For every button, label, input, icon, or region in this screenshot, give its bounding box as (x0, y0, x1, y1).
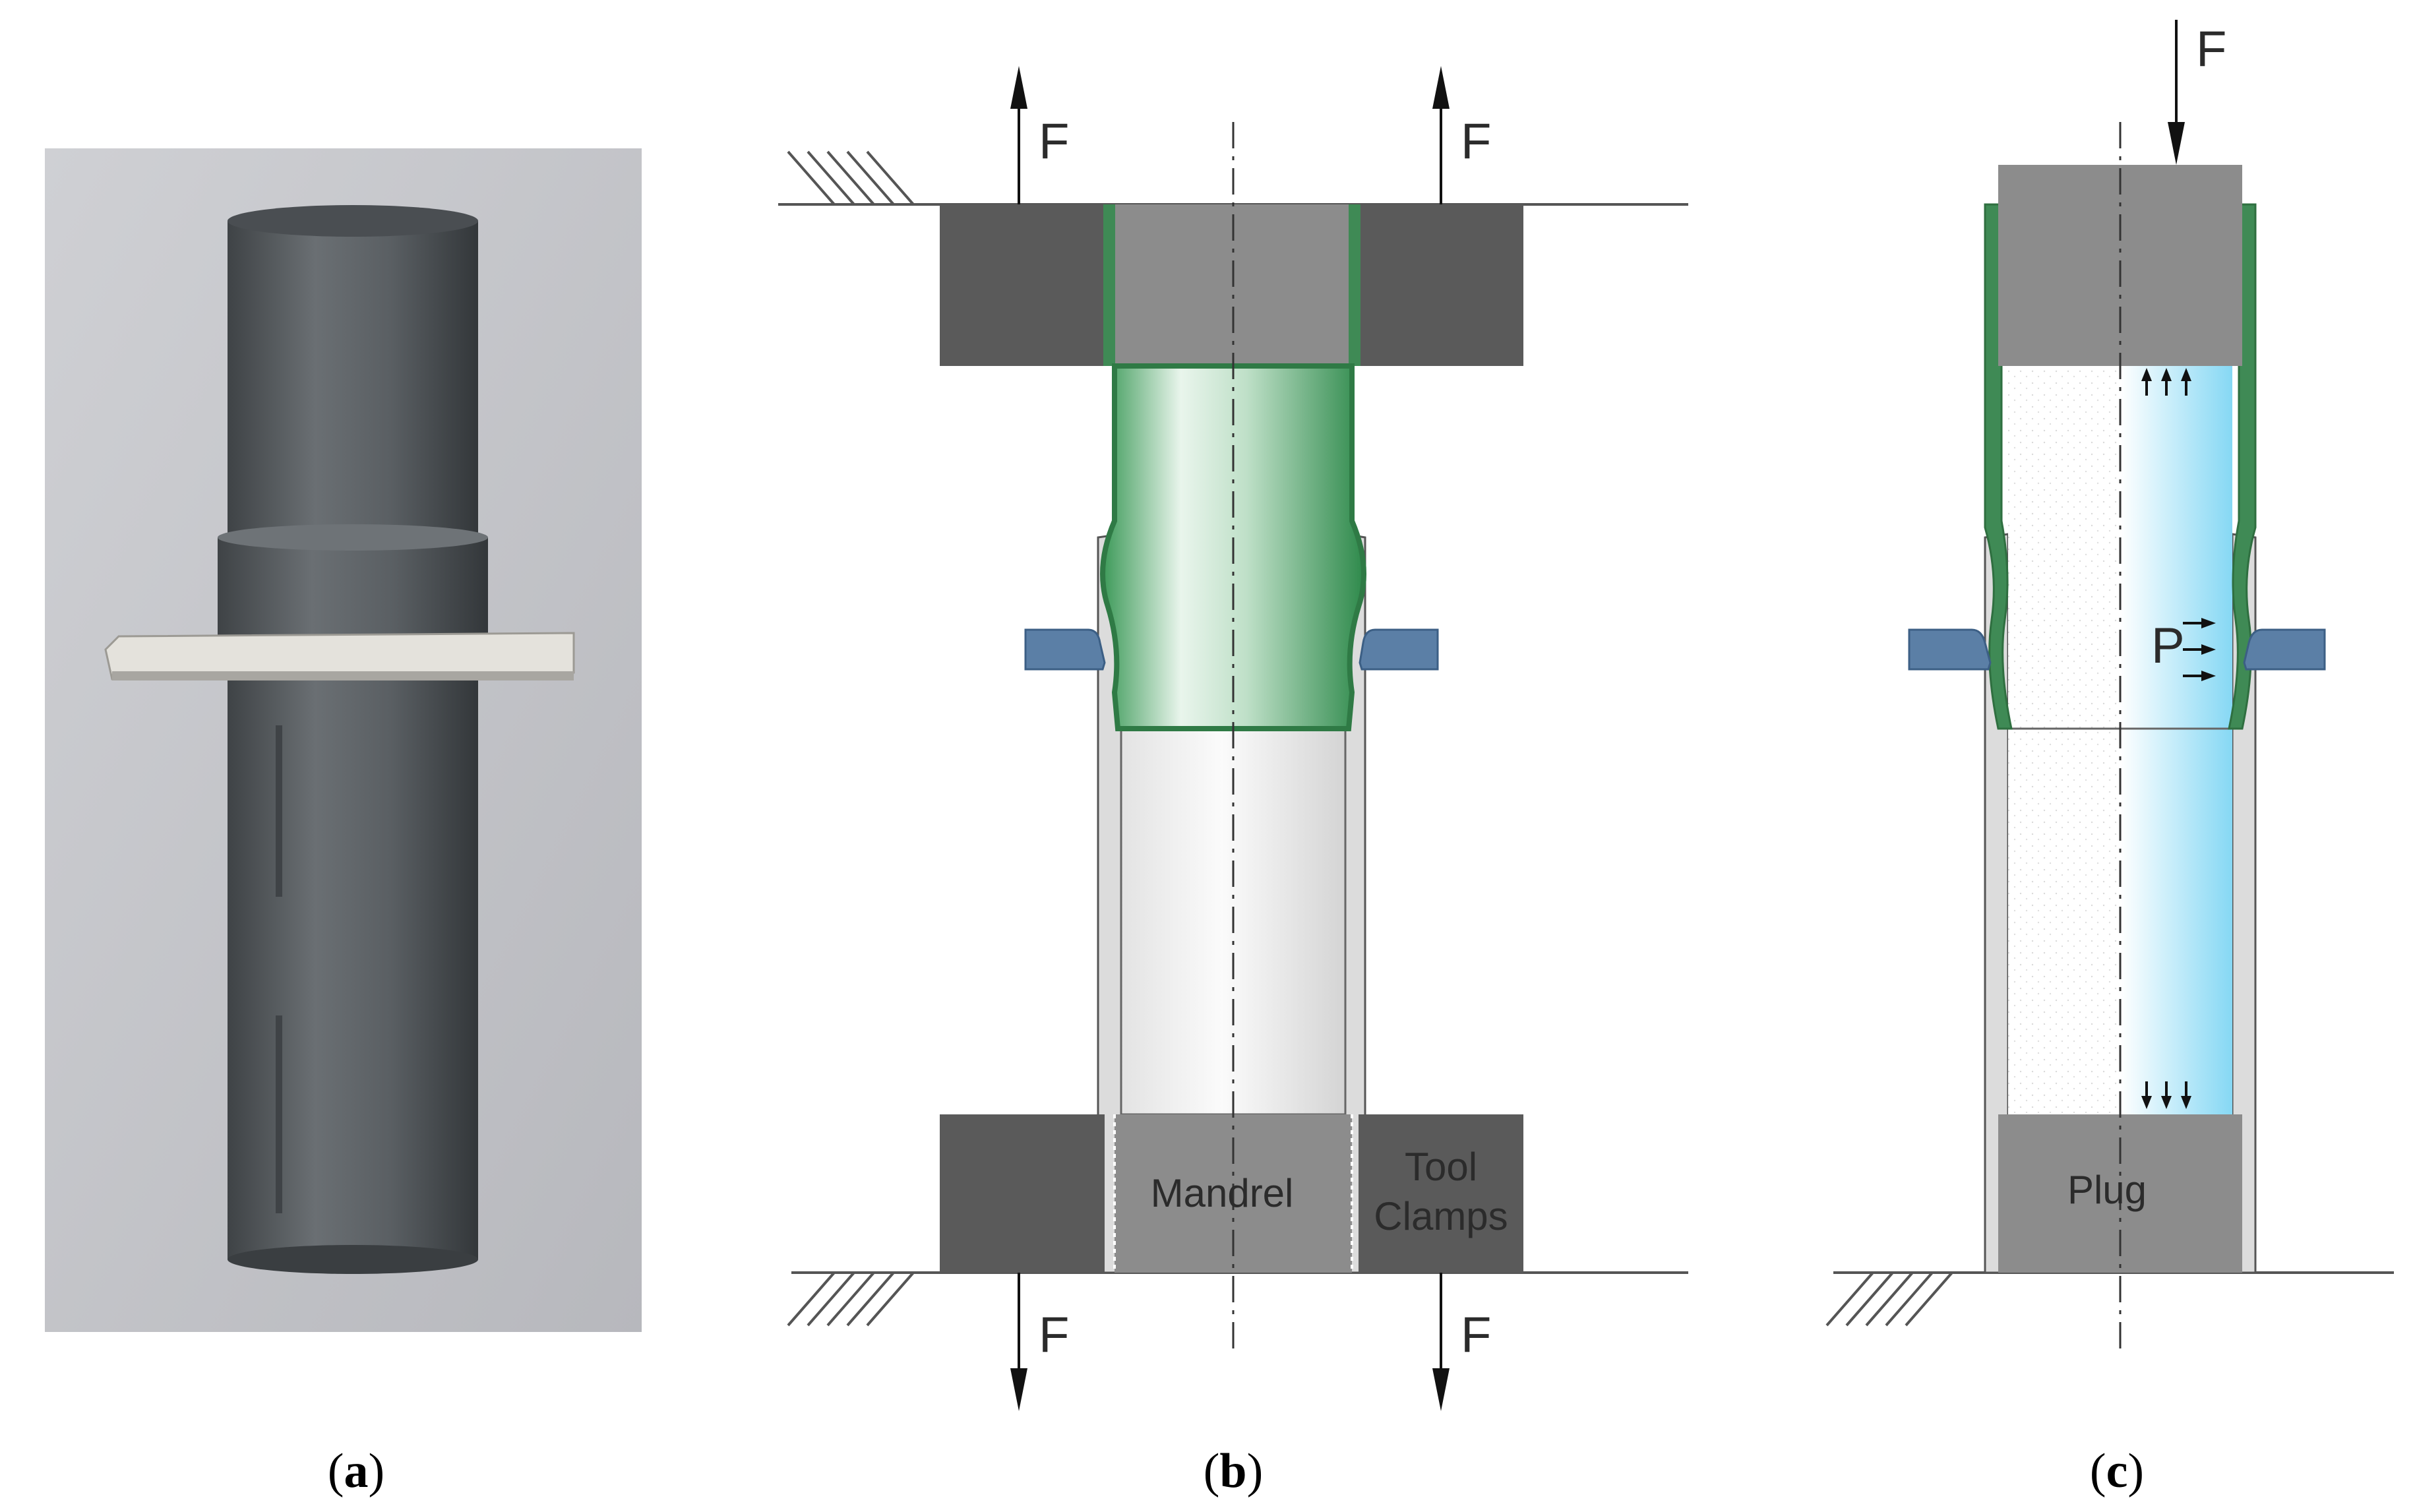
tube-wall-right-c (2228, 203, 2257, 730)
force-arrow-c (2168, 20, 2185, 165)
top-clamp-right (1359, 204, 1523, 366)
mandrel-label: Mandrel (1151, 1171, 1294, 1215)
sheet-plate-edge (112, 671, 574, 680)
flange-left-c (1908, 628, 1992, 671)
tube-wall-top-right (1349, 204, 1360, 366)
panel-a-photo (45, 148, 642, 1332)
clamps-label-line1: Tool (1405, 1145, 1477, 1189)
bottom-clamp-right (1359, 1114, 1523, 1273)
pipe-upper (228, 221, 478, 537)
pressure-arrows-bottom (2141, 1081, 2191, 1109)
force-label-top-right: F (1461, 113, 1491, 169)
force-label-top-left: F (1039, 113, 1069, 169)
bottom-clamp-left (940, 1114, 1105, 1273)
caption-b: (b) (1204, 1444, 1263, 1498)
caption-a: (a) (328, 1444, 384, 1498)
force-label-bottom-left: F (1039, 1307, 1069, 1363)
fluid-particles (2008, 366, 2120, 1114)
flange-left (1024, 628, 1106, 671)
tube-wall-left-c (1984, 203, 2013, 730)
collar-edge (218, 524, 488, 551)
force-label-c: F (2196, 21, 2226, 77)
panel-b-diagram: F F F F Mandrel Tool Clamps (778, 66, 1688, 1411)
force-arrows-b (1010, 66, 1450, 1411)
panel-c-diagram: F P Plug (1825, 20, 2394, 1352)
top-hatch (787, 150, 915, 206)
bottom-hatch (787, 1271, 915, 1327)
flange-right (1359, 628, 1439, 671)
pressure-label: P (2151, 618, 2185, 674)
pressure-arrows-side (2183, 618, 2216, 681)
tube-wall-top-left (1103, 204, 1115, 366)
top-clamp-left (940, 204, 1105, 366)
flange-right-c (2243, 628, 2326, 671)
pipe-top-rim (228, 205, 478, 237)
sheet-plate (104, 632, 575, 680)
caption-c: (c) (2090, 1444, 2144, 1498)
force-label-bottom-right: F (1461, 1307, 1491, 1363)
pressure-arrows-top (2141, 368, 2191, 396)
clamps-label-line2: Clamps (1374, 1194, 1508, 1238)
pipe-print-marks (276, 725, 282, 1213)
hatch-c (1825, 1271, 1953, 1327)
plug-label: Plug (2067, 1168, 2147, 1212)
pipe-lower (228, 679, 478, 1259)
pipe-bottom-rim (228, 1245, 478, 1274)
